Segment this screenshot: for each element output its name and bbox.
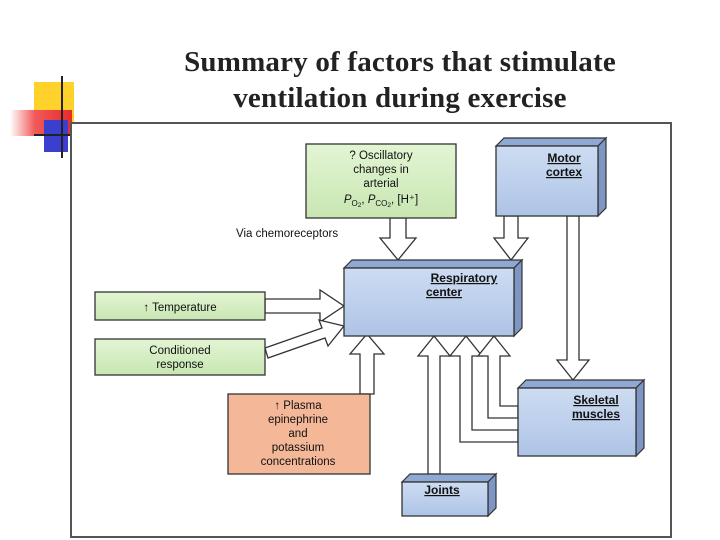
arrow-motor-to-center	[492, 215, 530, 262]
arrow-joints-to-center	[416, 334, 452, 475]
slide-title: Summary of factors that stimulate ventil…	[95, 44, 705, 116]
node-respiratory-center: Respiratory center	[342, 258, 524, 338]
slide-title-line-1: Summary of factors that stimulate	[184, 46, 616, 78]
respiratory-center-line-1: Respiratory	[431, 271, 498, 285]
node-temperature: ↑ Temperature	[94, 291, 266, 321]
node-plasma-epinephrine: ↑ Plasma epinephrine and potassium conce…	[227, 393, 371, 475]
arrow-motor-to-skeletal	[555, 215, 591, 382]
ventilation-factors-diagram: ? Oscillatory changes in arterial PO2, P…	[94, 136, 646, 518]
slide-accent-vertical-line	[61, 76, 63, 158]
oscillatory-line-3: arterial	[363, 178, 398, 190]
arrow-skeletal-lower-to-center	[448, 334, 519, 443]
respiratory-center-line-2: center	[426, 285, 462, 299]
via-chemoreceptors-label: Via chemoreceptors	[236, 228, 338, 240]
node-oscillatory-changes: ? Oscillatory changes in arterial PO2, P…	[305, 143, 457, 219]
plasma-line-2: epinephrine	[268, 414, 328, 426]
arrow-temperature-to-center	[264, 288, 346, 324]
arrow-conditioned-to-center	[264, 319, 346, 359]
joints-label: Joints	[424, 483, 460, 497]
skeletal-muscles-line-1: Skeletal	[573, 393, 618, 407]
arrow-plasma-to-center	[348, 332, 386, 395]
slide-accent-blue	[44, 120, 68, 152]
slide-title-area: Summary of factors that stimulate ventil…	[95, 44, 705, 122]
temperature-label: ↑ Temperature	[143, 302, 216, 314]
arrow-oscillatory-to-center	[378, 217, 418, 262]
node-skeletal-muscles: Skeletal muscles	[516, 378, 646, 458]
oscillatory-line-1: ? Oscillatory	[349, 150, 413, 162]
oscillatory-line-2: changes in	[353, 164, 409, 176]
motor-cortex-line-2: cortex	[546, 165, 582, 179]
plasma-line-5: concentrations	[261, 456, 336, 468]
conditioned-line-2: response	[156, 359, 203, 371]
node-conditioned-response: Conditioned response	[94, 338, 266, 376]
plasma-line-3: and	[288, 428, 307, 440]
slide-title-line-2: ventilation during exercise	[233, 82, 567, 114]
plasma-line-1: ↑ Plasma	[274, 400, 322, 412]
arrow-skeletal-upper-to-center	[476, 334, 519, 419]
conditioned-line-1: Conditioned	[149, 345, 210, 357]
motor-cortex-line-1: Motor	[547, 151, 581, 165]
node-joints: Joints	[400, 472, 498, 518]
node-motor-cortex: Motor cortex	[494, 136, 608, 218]
plasma-line-4: potassium	[272, 442, 324, 454]
slide-accent-horizontal-line	[34, 134, 72, 136]
skeletal-muscles-line-2: muscles	[572, 407, 620, 421]
oscillatory-line-4: PO2, PCO2, [H⁺]	[344, 194, 418, 209]
